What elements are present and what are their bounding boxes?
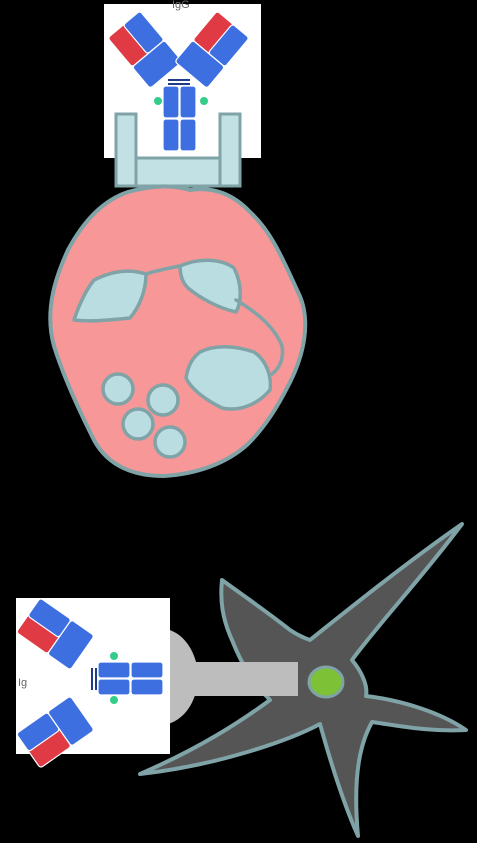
bottom-antibody-card: Ig (16, 598, 170, 768)
tumor-cell (50, 186, 305, 476)
dendritic-nucleus (309, 667, 343, 697)
top-antibody-card: IgG (104, 0, 261, 186)
igg-label-fragment: IgG (172, 0, 190, 11)
vesicle-3 (123, 409, 153, 439)
vesicle-2 (148, 385, 178, 415)
ig-label-fragment: Ig (18, 677, 27, 689)
vesicle-4 (155, 427, 185, 457)
vesicle-1 (103, 374, 133, 404)
